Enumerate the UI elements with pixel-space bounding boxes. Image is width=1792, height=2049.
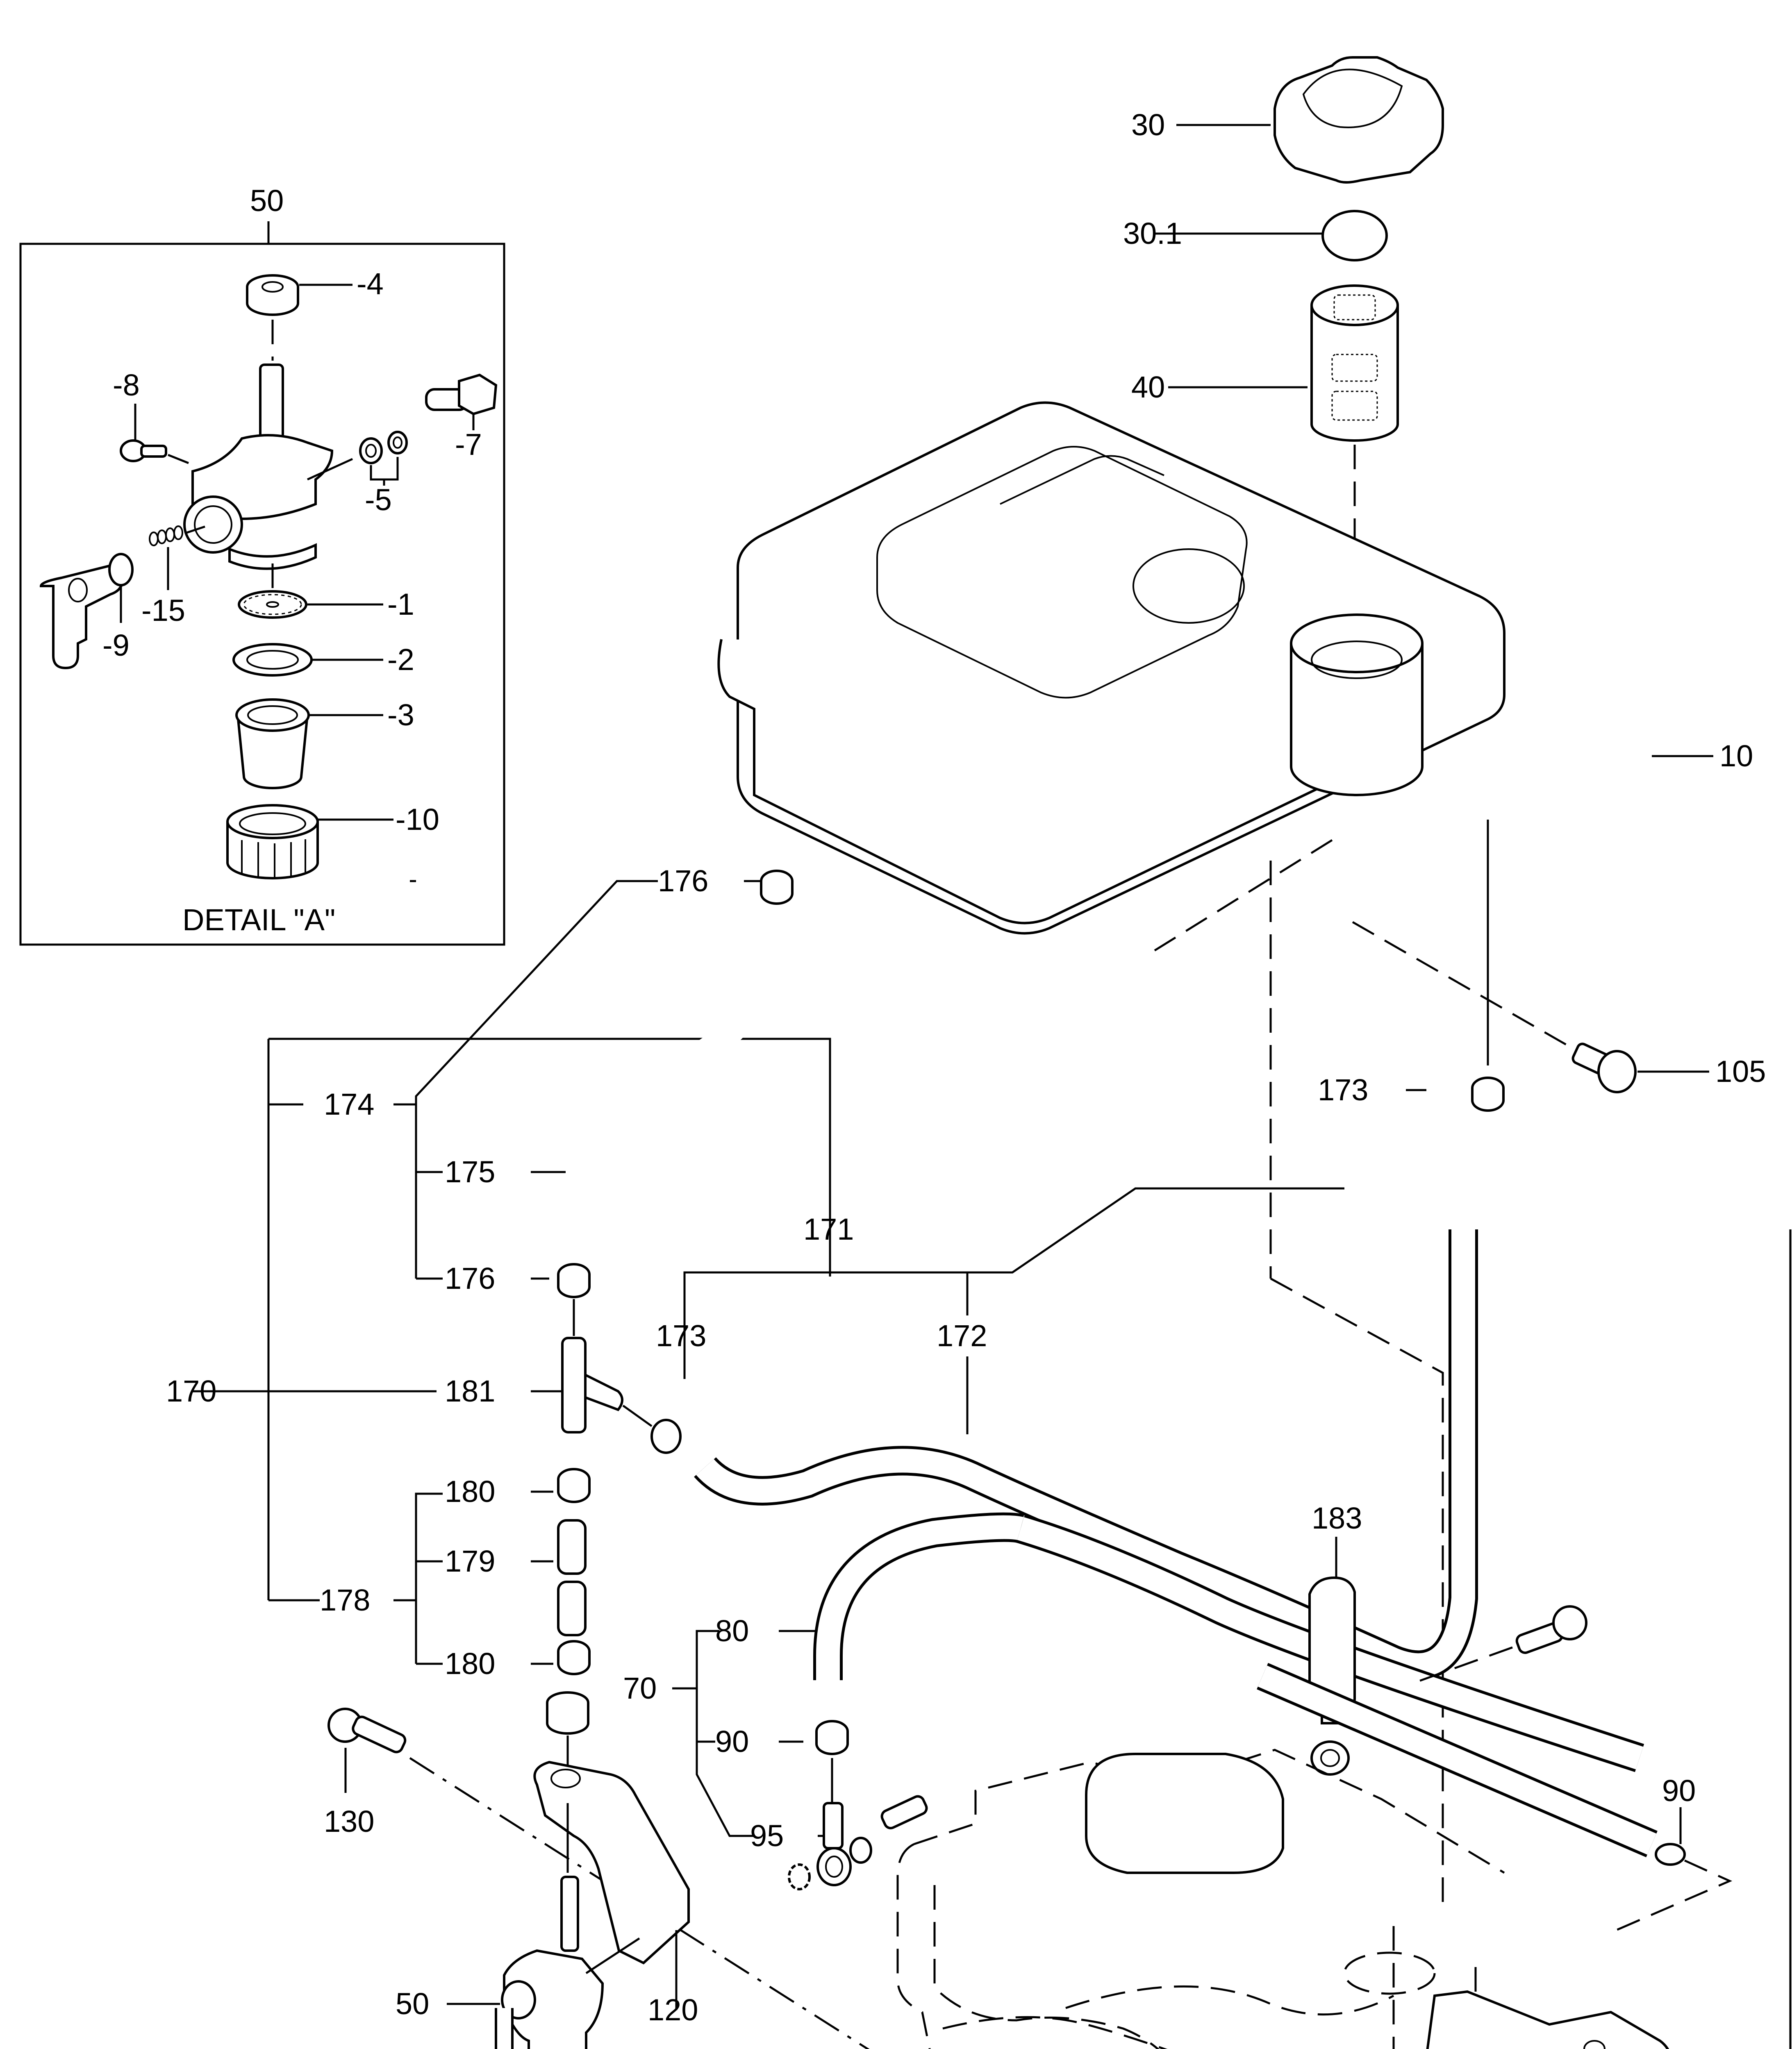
callout-183: 183 [1312,1501,1362,1535]
part-clamp-90-right [1655,1843,1686,1866]
detail-callout-2: -2 [387,643,414,677]
detail-callout-8: -8 [113,368,140,402]
part-hose-holder [1308,1576,1356,1776]
part-o-ring [108,553,134,586]
part-fuel-strainer [1310,284,1399,442]
callout-90-left: 90 [715,1724,749,1758]
part-sediment-cup [235,698,310,789]
detail-callout-10: -10 [396,802,439,836]
part-hose-175 [603,918,778,1213]
part-screw [120,439,167,462]
part-flange-bolt [1571,1043,1637,1093]
part-banjo-bolt [425,373,498,416]
part-washers [359,431,408,464]
part-engine-outline [896,1749,1505,2049]
callout-170: 170 [166,1374,216,1408]
part-cup-nut [226,804,319,879]
part-clamp-173-top [1471,1077,1505,1112]
part-hose-179 [557,1519,587,1636]
detail-callout-4: -4 [357,267,384,301]
callout-70: 70 [623,1671,657,1705]
part-clamp-180-upper [557,1468,591,1503]
part-carburetor [1426,1990,1669,2049]
part-bolt-130 [327,1708,407,1754]
part-clamp-176-lower [557,1263,591,1298]
detail-assembly-label: 50 [250,184,284,218]
callout-179: 179 [445,1544,495,1578]
detail-callout-15: -15 [141,593,185,627]
callout-172: 172 [937,1319,987,1353]
part-gasket [232,643,313,677]
part-fuel-hose [1017,1517,1643,1770]
callout-40: 40 [1131,370,1165,404]
callout-95: 95 [750,1819,784,1853]
detail-callout-3: -3 [387,698,414,732]
bracket-170-top [268,1038,831,1277]
part-fuel-valve [495,1876,640,2049]
callout-176-upper: 176 [658,864,708,898]
part-clamp-90-left [815,1720,849,1755]
callout-173-top: 173 [1318,1073,1368,1107]
detail-a-box: 50 DETAIL "A" -4 -8 [19,184,505,946]
part-nut [246,274,299,316]
part-valve-body [183,363,334,570]
callout-171: 171 [803,1212,854,1246]
part-cap-gasket [1321,210,1388,261]
detail-title: DETAIL "A" [182,903,335,937]
part-fuel-tank [717,401,1505,935]
callout-174: 174 [324,1087,374,1121]
detail-callout-1: -1 [387,587,414,621]
callout-90-right: 90 [1662,1774,1696,1808]
part-filter-screen [238,590,307,619]
callout-180-upper: 180 [445,1474,495,1508]
part-bracket [533,1761,690,1965]
part-bolt-right [1515,1605,1587,1654]
callout-50: 50 [396,1987,429,2021]
callout-130: 130 [324,1804,374,1838]
part-lever [39,564,125,670]
part-grommet [546,1691,589,1735]
part-tee-fitting [561,1337,623,1433]
callout-178: 178 [320,1583,370,1617]
callout-105: 105 [1715,1054,1766,1088]
callout-10: 10 [1719,739,1753,773]
part-vent-pipe [1258,1665,1657,1855]
callout-30-1: 30.1 [1123,216,1182,250]
part-banjo-fitting [788,1795,928,1890]
callout-176-lower: 176 [445,1261,495,1295]
detail-frame [19,243,505,946]
callout-173-tee: 173 [656,1319,706,1353]
callout-181: 181 [445,1374,495,1408]
detail-callout-9: -9 [102,628,130,662]
detail-callout-5: -5 [365,483,392,517]
callout-80: 80 [715,1614,749,1648]
part-hose-80 [816,1515,1024,1680]
part-clamp-180-lower [557,1640,591,1675]
part-spring [149,525,183,546]
callout-180-lower: 180 [445,1647,495,1681]
callout-175: 175 [445,1155,495,1189]
part-fuel-cap [1274,56,1444,184]
detail-callout-7: -7 [455,427,482,461]
part-clamp-176-upper [760,870,794,905]
callout-120: 120 [648,1993,698,2027]
part-clamp-173-tee [650,1419,682,1454]
callout-30: 30 [1131,108,1165,142]
part-hose-172 [696,1229,1475,1677]
